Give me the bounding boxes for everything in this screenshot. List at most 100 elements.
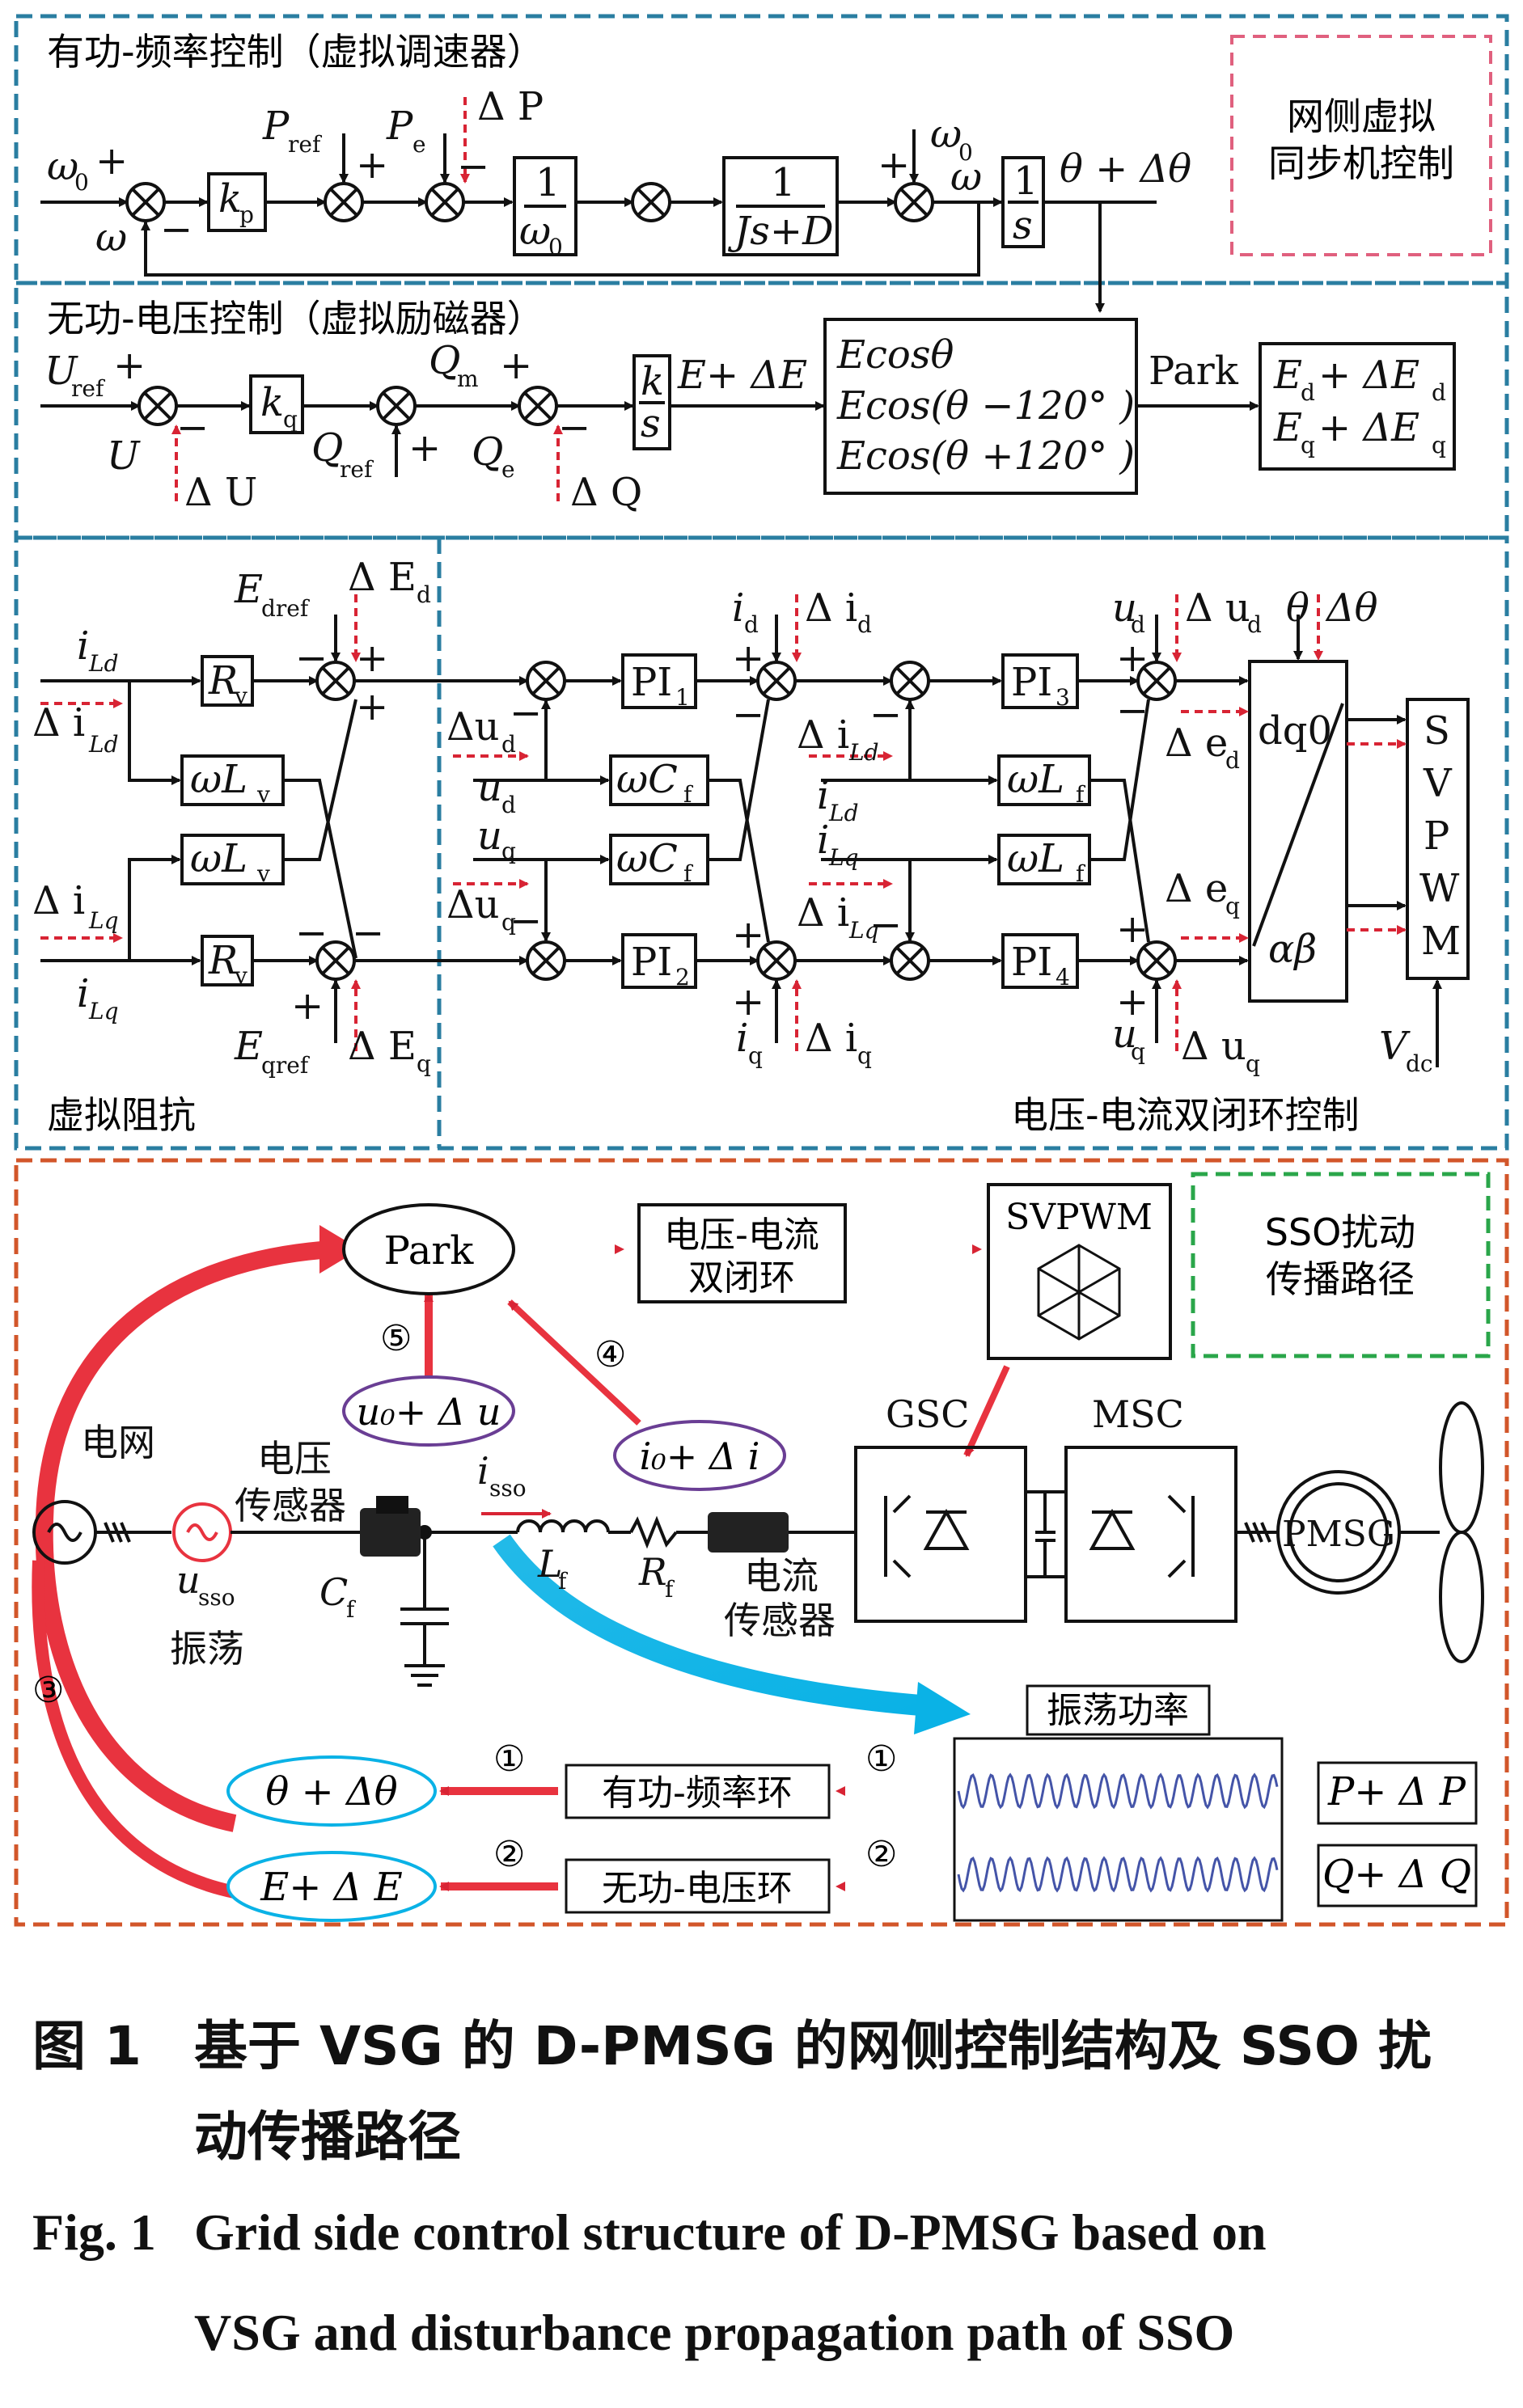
svg-text:q: q — [417, 1050, 431, 1077]
circle-2b: ② — [865, 1834, 897, 1875]
svg-text:d: d — [501, 731, 516, 758]
svg-text:sso: sso — [198, 1584, 235, 1611]
svg-text:+: + — [291, 983, 324, 1029]
svg-text:d: d — [857, 611, 872, 638]
svg-text:Δ e: Δ e — [1165, 866, 1228, 911]
svg-text:GSC: GSC — [886, 1392, 969, 1436]
svg-text:R: R — [638, 1550, 667, 1594]
park-ellipse — [342, 1203, 515, 1295]
pf-loop-label: 有功-频率环 — [602, 1772, 793, 1814]
svg-text:ω: ω — [47, 144, 78, 189]
dual-loop-label-1: 电压-电流 — [664, 1215, 819, 1256]
red-disturbances-inner — [40, 594, 1407, 1051]
theta-ellipse — [226, 1755, 437, 1827]
svg-text:ωC: ωC — [616, 836, 678, 881]
svg-text:+: + — [1116, 636, 1149, 681]
svg-text:1: 1 — [675, 684, 690, 711]
svg-text:PI: PI — [631, 660, 672, 705]
svg-text:+: + — [95, 138, 128, 184]
title-p-f: 有功-频率控制（虚拟调速器） — [47, 30, 544, 74]
svg-text:+: + — [732, 636, 764, 681]
svg-text:+: + — [356, 684, 388, 729]
svg-text:Lq: Lq — [848, 917, 879, 944]
svg-text:d: d — [1131, 611, 1145, 638]
sso-arrow-3-head — [319, 1225, 360, 1274]
svg-text:f: f — [683, 860, 694, 887]
frame-inner-loop — [14, 535, 1509, 1151]
svg-text:f: f — [665, 1576, 675, 1603]
svg-text:q: q — [1246, 1050, 1260, 1077]
dual-loop-box — [637, 1203, 847, 1303]
svg-text:u: u — [477, 765, 502, 810]
svg-text:q: q — [1301, 432, 1315, 458]
svg-text:v: v — [256, 781, 270, 808]
E-ellipse — [226, 1851, 437, 1922]
svg-text:−: − — [352, 910, 384, 956]
park-label: Park — [384, 1228, 475, 1274]
title-dual-loop: 电压-电流双闭环控制 — [1011, 1093, 1360, 1137]
circuit — [32, 1401, 1484, 1687]
svg-text:Δ u: Δ u — [1181, 1024, 1246, 1069]
svg-text:Δ E: Δ E — [348, 555, 417, 600]
i0di-ellipse — [613, 1420, 786, 1491]
svg-text:+: + — [1116, 906, 1149, 952]
svg-text:1: 1 — [1013, 158, 1039, 204]
svg-text:+: + — [356, 636, 388, 681]
circle-3: ③ — [32, 1670, 64, 1711]
block-inner-loop — [40, 615, 1470, 1067]
svg-text:P: P — [262, 104, 290, 149]
svg-text:E: E — [234, 567, 263, 612]
svg-text:+: + — [732, 912, 764, 957]
svg-text:f: f — [346, 1596, 357, 1623]
u0du-label: u₀+ Δ u — [357, 1390, 501, 1434]
svg-text:E: E — [1273, 353, 1302, 398]
svg-text:+: + — [878, 142, 910, 188]
svg-text:+: + — [500, 343, 532, 388]
svg-text:i: i — [77, 971, 89, 1016]
svg-text:m: m — [457, 365, 479, 392]
svg-text:电压: 电压 — [257, 1437, 332, 1481]
svg-text:电网: 电网 — [81, 1421, 155, 1464]
svg-text:R: R — [208, 938, 238, 983]
svg-text:V: V — [1379, 1024, 1411, 1069]
svg-text:+ ΔE: + ΔE — [1318, 353, 1419, 398]
svg-text:ωL: ωL — [190, 757, 247, 802]
svg-text:ωL: ωL — [190, 836, 247, 881]
svg-text:−: − — [558, 405, 590, 450]
frame-active-power — [14, 14, 1509, 285]
svg-text:sso: sso — [489, 1475, 527, 1502]
svg-text:dc: dc — [1406, 1050, 1433, 1077]
svg-text:i: i — [817, 773, 829, 818]
svg-text:MSC: MSC — [1092, 1392, 1184, 1436]
svg-text:+ ΔE: + ΔE — [1318, 405, 1419, 450]
svg-text:v: v — [256, 860, 270, 887]
svg-text:2: 2 — [675, 964, 690, 991]
E-ellipse-label: E+ Δ E — [260, 1865, 402, 1910]
caption-en-line2: VSG and disturbance propagation path of … — [194, 2304, 1235, 2361]
arrow-4 — [507, 1299, 641, 1426]
svg-text:d: d — [744, 611, 759, 638]
svg-text:4: 4 — [1056, 964, 1070, 991]
sso-blue-arrow — [493, 1534, 932, 1717]
svg-text:Lq: Lq — [88, 998, 119, 1024]
frame-grid-vsm — [1230, 35, 1492, 256]
svg-text:d: d — [417, 581, 431, 608]
svg-text:Ld: Ld — [88, 731, 119, 758]
svg-text:振荡: 振荡 — [170, 1627, 244, 1671]
svg-text:Δ i: Δ i — [805, 1016, 857, 1061]
svg-text:PI: PI — [631, 940, 672, 985]
svg-text:ref: ref — [288, 131, 323, 158]
svg-text:−: − — [510, 898, 542, 944]
svg-text:R: R — [208, 658, 238, 703]
svg-text:−: − — [1116, 688, 1149, 733]
svg-text:k: k — [260, 380, 284, 425]
caption-en-line1: Grid side control structure of D-PMSG ba… — [194, 2203, 1267, 2261]
current-sensor-icon — [708, 1512, 789, 1553]
QdQ-box — [1317, 1844, 1478, 1907]
svg-text:q: q — [1131, 1038, 1145, 1065]
svg-text:Ecosθ: Ecosθ — [836, 332, 954, 378]
svg-text:q: q — [857, 1042, 872, 1069]
figure-caption: 图 1 基于 VSG 的 D-PMSG 的网侧控制结构及 SSO 扰 动传播路径… — [32, 2001, 1488, 2383]
svg-text:−: − — [295, 636, 328, 681]
